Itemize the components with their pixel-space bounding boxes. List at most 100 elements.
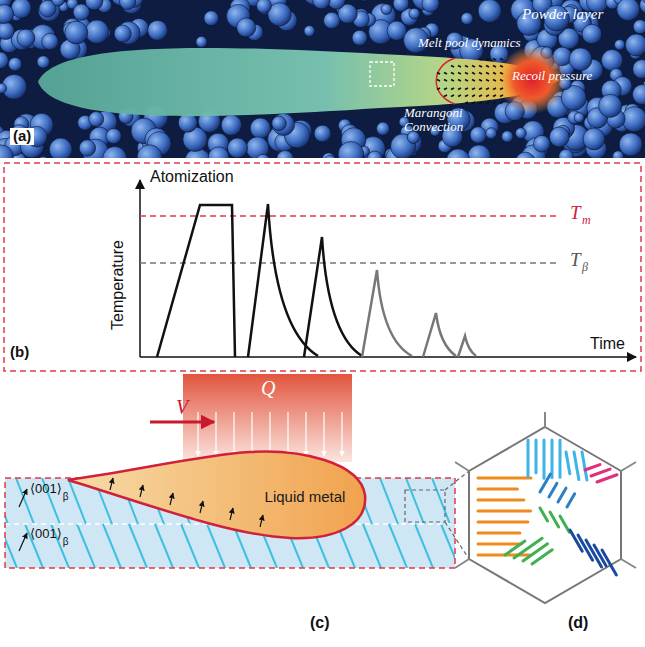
flow-vector: [465, 80, 468, 82]
temperature-symbol: T: [570, 203, 581, 224]
columnar-grain: [389, 524, 407, 568]
flow-vector: [458, 88, 461, 90]
heat-flux-arrow: [269, 412, 270, 456]
flow-vector: [472, 80, 475, 82]
powder-particle: [148, 20, 168, 40]
panel-letter: (a): [10, 128, 34, 145]
flow-vector: [500, 95, 503, 97]
powder-particle: [619, 133, 642, 156]
alpha-lamella: [540, 474, 550, 492]
melt-pool-schematic: [0, 374, 485, 568]
alpha-lamella: [478, 521, 528, 524]
alpha-lamella: [582, 452, 587, 480]
alpha-lamella: [560, 516, 569, 532]
heat-flux-arrow: [197, 412, 198, 456]
flow-vector: [479, 95, 482, 97]
flow-vector: [500, 66, 503, 68]
region-label: Recoil pressure: [512, 69, 592, 83]
columnar-grain: [441, 524, 455, 568]
growth-arrow: [170, 493, 173, 505]
growth-arrow: [260, 515, 263, 527]
powder-particle: [409, 8, 420, 19]
flow-vector: [465, 88, 468, 90]
powder-particle: [257, 0, 272, 13]
powder-particle: [85, 20, 108, 43]
powder-particle: [376, 122, 389, 135]
region-label: Liquid metal: [265, 488, 346, 505]
powder-particle: [617, 0, 640, 21]
alpha-lamella: [535, 440, 538, 473]
columnar-grain: [432, 478, 450, 524]
temperature-symbol: T: [570, 250, 581, 271]
powder-particle: [533, 135, 550, 152]
columnar-grain: [155, 524, 173, 568]
flow-vector: [451, 66, 454, 68]
alpha-lamella: [532, 550, 552, 564]
powder-particle: [486, 128, 497, 139]
flow-vector: [437, 80, 440, 82]
powder-particle: [204, 11, 219, 26]
heat-flux-arrow: [215, 412, 216, 456]
powder-particle: [103, 147, 127, 158]
flow-vector: [472, 88, 475, 90]
powder-particle: [387, 21, 406, 40]
flow-vector: [451, 88, 454, 90]
powder-particle: [515, 152, 535, 158]
powder-particle: [632, 84, 645, 104]
alpha-lamella: [551, 440, 554, 478]
powder-particle: [314, 125, 331, 142]
flow-vector: [451, 80, 454, 82]
flow-vector: [486, 66, 489, 68]
alpha-lamella: [523, 544, 548, 561]
powder-particle: [0, 52, 8, 69]
region-label: Melt pool dynamics: [418, 36, 521, 50]
alpha-lamella: [543, 440, 546, 478]
growth-arrow: [230, 508, 233, 520]
flow-vector: [493, 95, 496, 97]
columnar-grain: [103, 524, 121, 568]
panel-letter: (d): [568, 614, 588, 632]
thermal-history-plot: [4, 163, 641, 371]
flow-vector: [458, 80, 461, 82]
columnar-grain: [5, 524, 17, 568]
flow-vector: [458, 95, 461, 97]
powder-particle: [422, 0, 439, 12]
powder-particle: [17, 29, 35, 47]
powder-particle: [221, 115, 242, 136]
columnar-grain: [77, 524, 95, 568]
powder-particle: [478, 0, 501, 22]
direction-subscript: β: [63, 536, 69, 547]
flow-vector: [500, 88, 503, 90]
powder-particle: [73, 4, 89, 20]
powder-particle: [0, 5, 14, 24]
powder-particle: [352, 30, 367, 45]
powder-particle: [601, 50, 622, 71]
alpha-lamella: [478, 477, 531, 480]
flow-vector: [444, 73, 447, 75]
powder-particle: [106, 128, 121, 143]
alpha-lamella: [602, 550, 616, 575]
alpha-lamella: [540, 508, 548, 521]
flow-vector: [472, 102, 475, 104]
powder-particle: [256, 154, 270, 158]
powder-particle: [304, 26, 315, 37]
alpha-lamella: [574, 452, 579, 479]
powder-particle: [65, 21, 88, 44]
flow-vector: [479, 80, 482, 82]
powder-particle: [599, 94, 622, 117]
simulation-image: [0, 0, 645, 158]
direction-label: ⟨001⟩: [30, 527, 62, 541]
powder-particle: [0, 22, 14, 39]
flow-vector: [493, 102, 496, 104]
powder-particle: [633, 20, 645, 34]
heat-flux-arrow: [233, 412, 234, 456]
flow-vector: [444, 80, 447, 82]
powder-particle: [559, 149, 573, 158]
region-label: Marangoni Convection: [404, 106, 484, 135]
flow-vector: [500, 80, 503, 82]
powder-particle: [381, 4, 392, 15]
flow-vector: [479, 66, 482, 68]
flow-vector: [458, 66, 461, 68]
powder-particle: [625, 34, 645, 56]
flow-vector: [493, 88, 496, 90]
